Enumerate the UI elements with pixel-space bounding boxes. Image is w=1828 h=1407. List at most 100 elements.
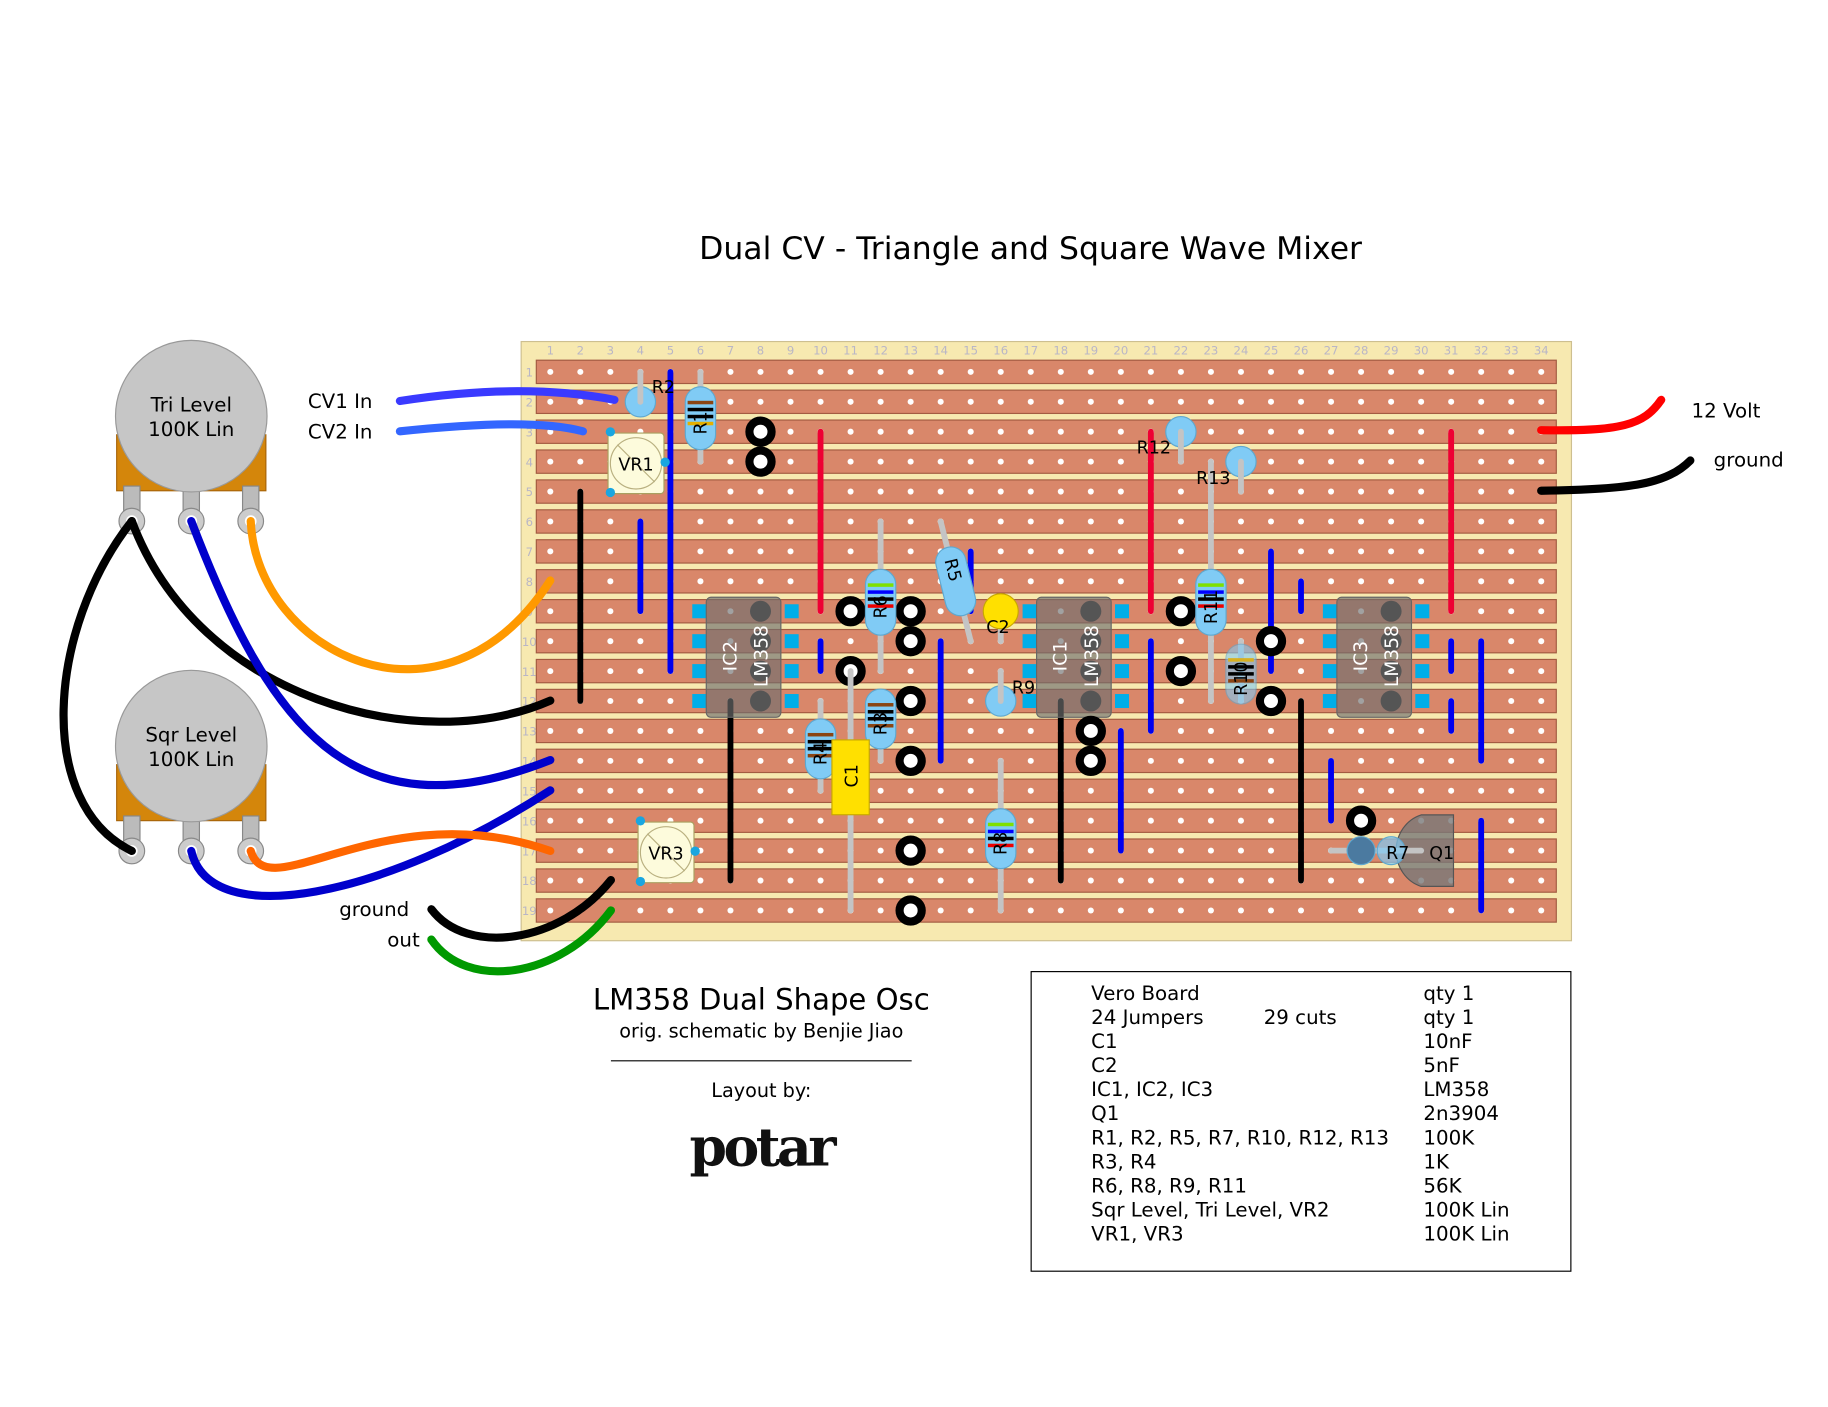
- hole: [787, 428, 794, 435]
- hole: [1388, 787, 1395, 794]
- resistor-band: [867, 590, 894, 594]
- hole: [757, 518, 764, 525]
- r3: R3: [864, 688, 897, 750]
- hole: [757, 847, 764, 854]
- hole: [1267, 518, 1275, 525]
- hole: [1388, 578, 1395, 585]
- row-label: 16: [522, 814, 537, 828]
- ic-pin: [1115, 664, 1130, 679]
- hole: [1358, 787, 1365, 794]
- r4: R4: [804, 718, 837, 780]
- hole: [1297, 518, 1305, 525]
- hole: [1328, 727, 1335, 734]
- hole: [967, 488, 974, 495]
- hole: [937, 787, 944, 794]
- hole: [1418, 548, 1425, 555]
- hole: [1087, 847, 1094, 854]
- column-label: 12: [873, 343, 888, 357]
- hole: [1117, 518, 1124, 525]
- hole: [1237, 727, 1244, 734]
- hole: [817, 907, 824, 914]
- hole: [697, 817, 704, 824]
- ic-pin-pad: [1380, 630, 1402, 652]
- hole: [1538, 518, 1545, 525]
- hole: [787, 847, 794, 854]
- ground-loop-wire: [59, 516, 136, 856]
- hole: [847, 548, 854, 555]
- hole: [787, 727, 794, 734]
- hole: [577, 727, 584, 734]
- bom-value: 10nF: [1423, 1030, 1472, 1053]
- copper-strip: [535, 479, 1557, 504]
- hole: [1027, 458, 1034, 465]
- ic-pin: [1115, 604, 1130, 619]
- cv1-wire: [395, 387, 619, 406]
- hole: [907, 787, 914, 794]
- hole: [1328, 907, 1335, 914]
- hole: [877, 458, 884, 465]
- hole: [667, 757, 674, 764]
- hole: [1538, 458, 1545, 465]
- hole: [817, 368, 824, 375]
- hole: [1508, 428, 1515, 435]
- hole: [937, 368, 944, 375]
- potar-logo: potar: [690, 1116, 838, 1179]
- ic-pin: [784, 604, 799, 619]
- ic-pin: [692, 694, 707, 709]
- hole: [967, 757, 974, 764]
- hole: [877, 428, 884, 435]
- row-label: 10: [522, 635, 537, 649]
- hole: [787, 518, 794, 525]
- hole: [1087, 787, 1094, 794]
- hole: [727, 458, 734, 465]
- bom-value: LM358: [1423, 1078, 1489, 1101]
- c2-label: C2: [986, 618, 1009, 638]
- hole: [547, 638, 554, 645]
- ic-pin: [1022, 694, 1037, 709]
- hole: [1207, 907, 1214, 914]
- resistor-band: [687, 414, 714, 419]
- r6: R6: [864, 568, 897, 636]
- hole: [1237, 817, 1244, 824]
- hole: [1297, 668, 1305, 675]
- hole: [757, 907, 764, 914]
- hole: [1267, 847, 1275, 854]
- hole: [1237, 548, 1244, 555]
- hole: [1508, 488, 1515, 495]
- hole: [1538, 757, 1545, 764]
- hole: [967, 697, 974, 705]
- r8-label: R8: [992, 832, 1012, 855]
- hole: [787, 488, 794, 495]
- ic-pin-pad: [1080, 630, 1102, 652]
- hole: [937, 458, 944, 465]
- hole: [847, 458, 854, 465]
- hole: [757, 727, 764, 734]
- column-label: 3: [607, 343, 614, 357]
- hole: [1418, 398, 1425, 405]
- cv1-in-label: CV1 In: [308, 390, 373, 413]
- hole: [727, 398, 734, 405]
- hole: [607, 518, 614, 525]
- resistor-band: [867, 703, 894, 707]
- bom-value: 100K Lin: [1423, 1198, 1509, 1221]
- sqr-to-board-wire: [246, 830, 555, 872]
- out-label: out: [387, 929, 420, 952]
- resistor-band: [807, 746, 834, 751]
- pot-name: Sqr Level: [145, 723, 237, 746]
- trimmer-pin: [635, 876, 646, 887]
- column-label: 15: [963, 343, 978, 357]
- hole: [1027, 488, 1034, 495]
- hole: [847, 578, 854, 585]
- hole: [997, 578, 1004, 585]
- row-label: 1: [526, 366, 533, 380]
- hole: [1388, 548, 1395, 555]
- diagram-title: Dual CV - Triangle and Square Wave Mixer: [699, 231, 1362, 267]
- hole: [1508, 757, 1515, 764]
- hole: [1177, 757, 1184, 764]
- hole: [1087, 428, 1094, 435]
- hole: [1328, 518, 1335, 525]
- pot-knob: [114, 669, 268, 823]
- hole: [1267, 488, 1275, 495]
